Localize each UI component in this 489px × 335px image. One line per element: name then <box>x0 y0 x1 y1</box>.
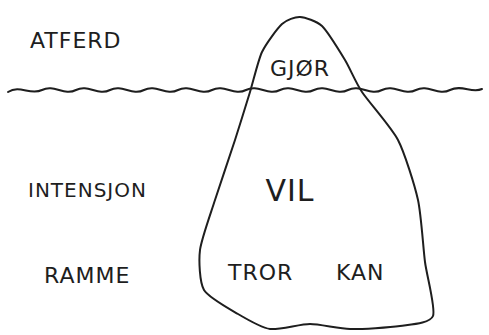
iceberg-text: TROR <box>228 262 293 284</box>
iceberg: GJØR VIL TROR KAN <box>190 10 440 332</box>
level-label: RAMME <box>44 265 130 287</box>
iceberg-text: KAN <box>336 262 385 284</box>
iceberg-text: GJØR <box>270 58 330 80</box>
level-label: INTENSJON <box>28 180 147 200</box>
iceberg-outline <box>199 17 433 329</box>
level-label: ATFERD <box>30 30 122 52</box>
waterline <box>8 88 482 92</box>
iceberg-text: VIL <box>265 176 314 206</box>
